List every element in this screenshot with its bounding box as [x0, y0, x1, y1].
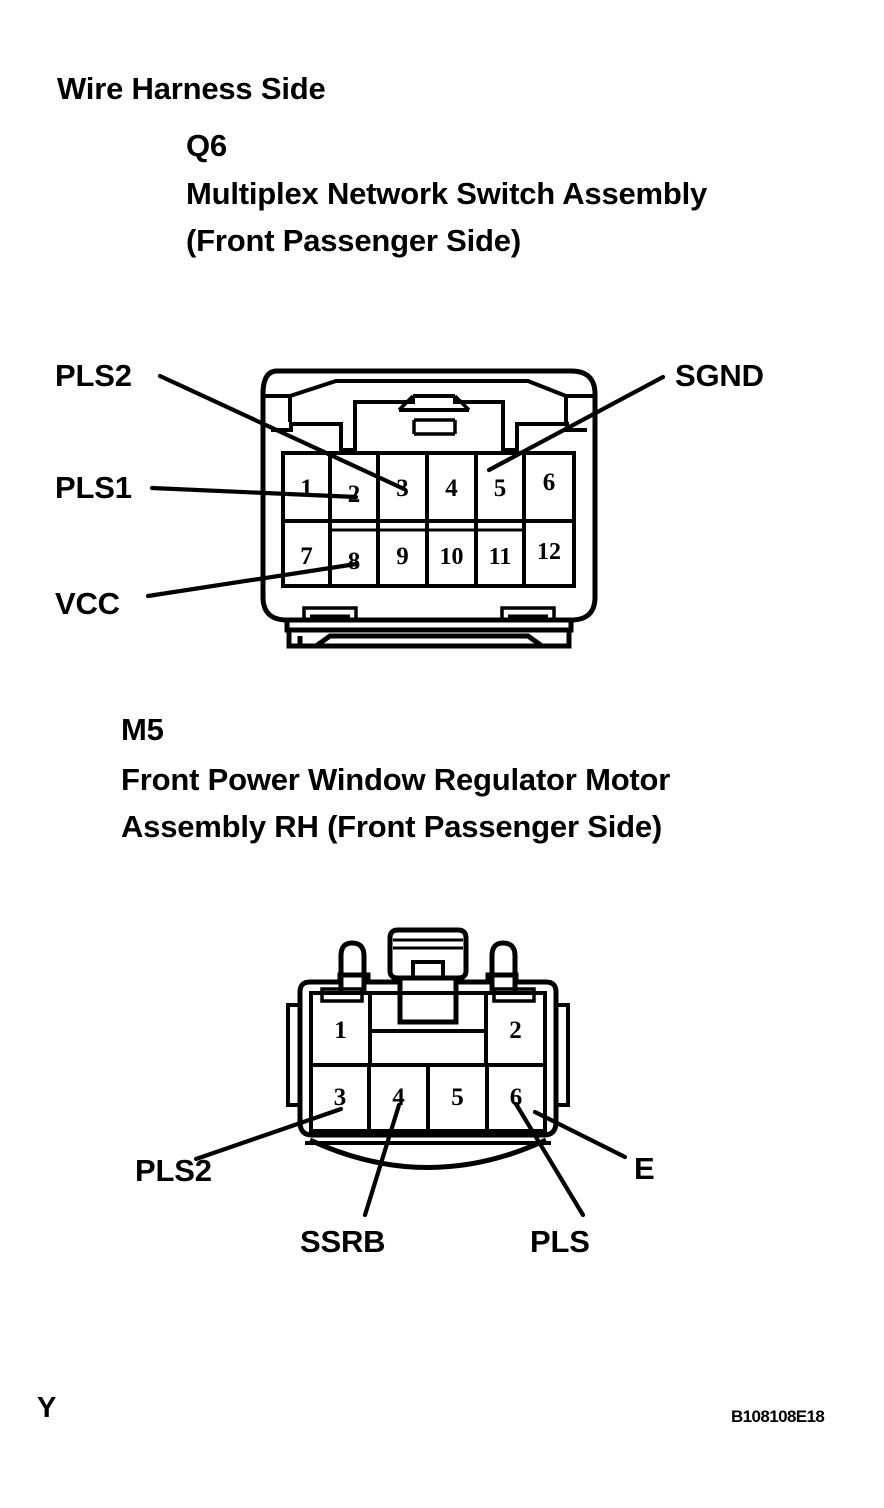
- pin-number-m5-5: 5: [451, 1084, 464, 1111]
- signal-label-sgnd-q6: SGND: [675, 358, 764, 393]
- leader-pls2-m5: [193, 1106, 344, 1162]
- pin-number-q6-2: 2: [347, 481, 361, 508]
- pin-number-q6-5: 5: [493, 475, 507, 502]
- leader-e-m5: [532, 1109, 628, 1160]
- pin-number-q6-10: 10: [439, 544, 464, 570]
- signal-label-ssrb-m5: SSRB: [300, 1224, 386, 1259]
- connector-m5-name-line2: Assembly RH (Front Passenger Side): [121, 809, 663, 844]
- pin-number-q6-3: 3: [396, 475, 409, 502]
- pin-number-q6-1: 1: [300, 475, 313, 502]
- leader-pls2-q6: [157, 373, 407, 492]
- signal-label-e-m5: E: [634, 1151, 655, 1186]
- pin-number-q6-4: 4: [445, 475, 458, 502]
- leader-sgnd-q6: [486, 374, 666, 473]
- connector-q6-code: Q6: [186, 128, 227, 163]
- pin-number-q6-7: 7: [300, 543, 313, 570]
- connector-m5-drawing: [286, 927, 570, 1170]
- footer-figure-code: B108108E18: [731, 1407, 825, 1426]
- signal-label-vcc-q6: VCC: [55, 586, 120, 621]
- pin-number-m5-3: 3: [333, 1084, 347, 1111]
- pin-number-m5-4: 4: [392, 1084, 405, 1111]
- connector-q6-drawing: [260, 368, 598, 649]
- pin-number-m5-6: 6: [509, 1084, 523, 1111]
- signal-label-pls2-q6: PLS2: [55, 358, 132, 393]
- leader-pls-m5: [513, 1101, 586, 1218]
- page-title: Wire Harness Side: [57, 71, 326, 106]
- leader-ssrb-m5: [362, 1102, 402, 1218]
- connector-m5-leader-lines: [193, 1101, 628, 1218]
- connector-q6-name-line1: Multiplex Network Switch Assembly: [186, 176, 708, 211]
- pin-number-q6-12: 12: [537, 539, 561, 565]
- pin-number-q6-8: 8: [347, 548, 361, 575]
- connector-m5-name-line1: Front Power Window Regulator Motor: [121, 762, 671, 797]
- pin-number-m5-1: 1: [334, 1017, 347, 1044]
- pin-number-q6-6: 6: [542, 469, 556, 496]
- footer-left-mark: Y: [37, 1392, 57, 1424]
- connector-q6-name-line2: (Front Passenger Side): [186, 223, 521, 258]
- signal-label-pls1-q6: PLS1: [55, 470, 132, 505]
- connector-m5-code: M5: [121, 712, 164, 747]
- signal-label-pls-m5: PLS: [530, 1224, 590, 1259]
- signal-label-pls2-m5: PLS2: [135, 1153, 212, 1188]
- pin-number-q6-9: 9: [396, 543, 409, 570]
- pin-number-q6-11: 11: [488, 544, 512, 570]
- pin-number-m5-2: 2: [509, 1017, 522, 1044]
